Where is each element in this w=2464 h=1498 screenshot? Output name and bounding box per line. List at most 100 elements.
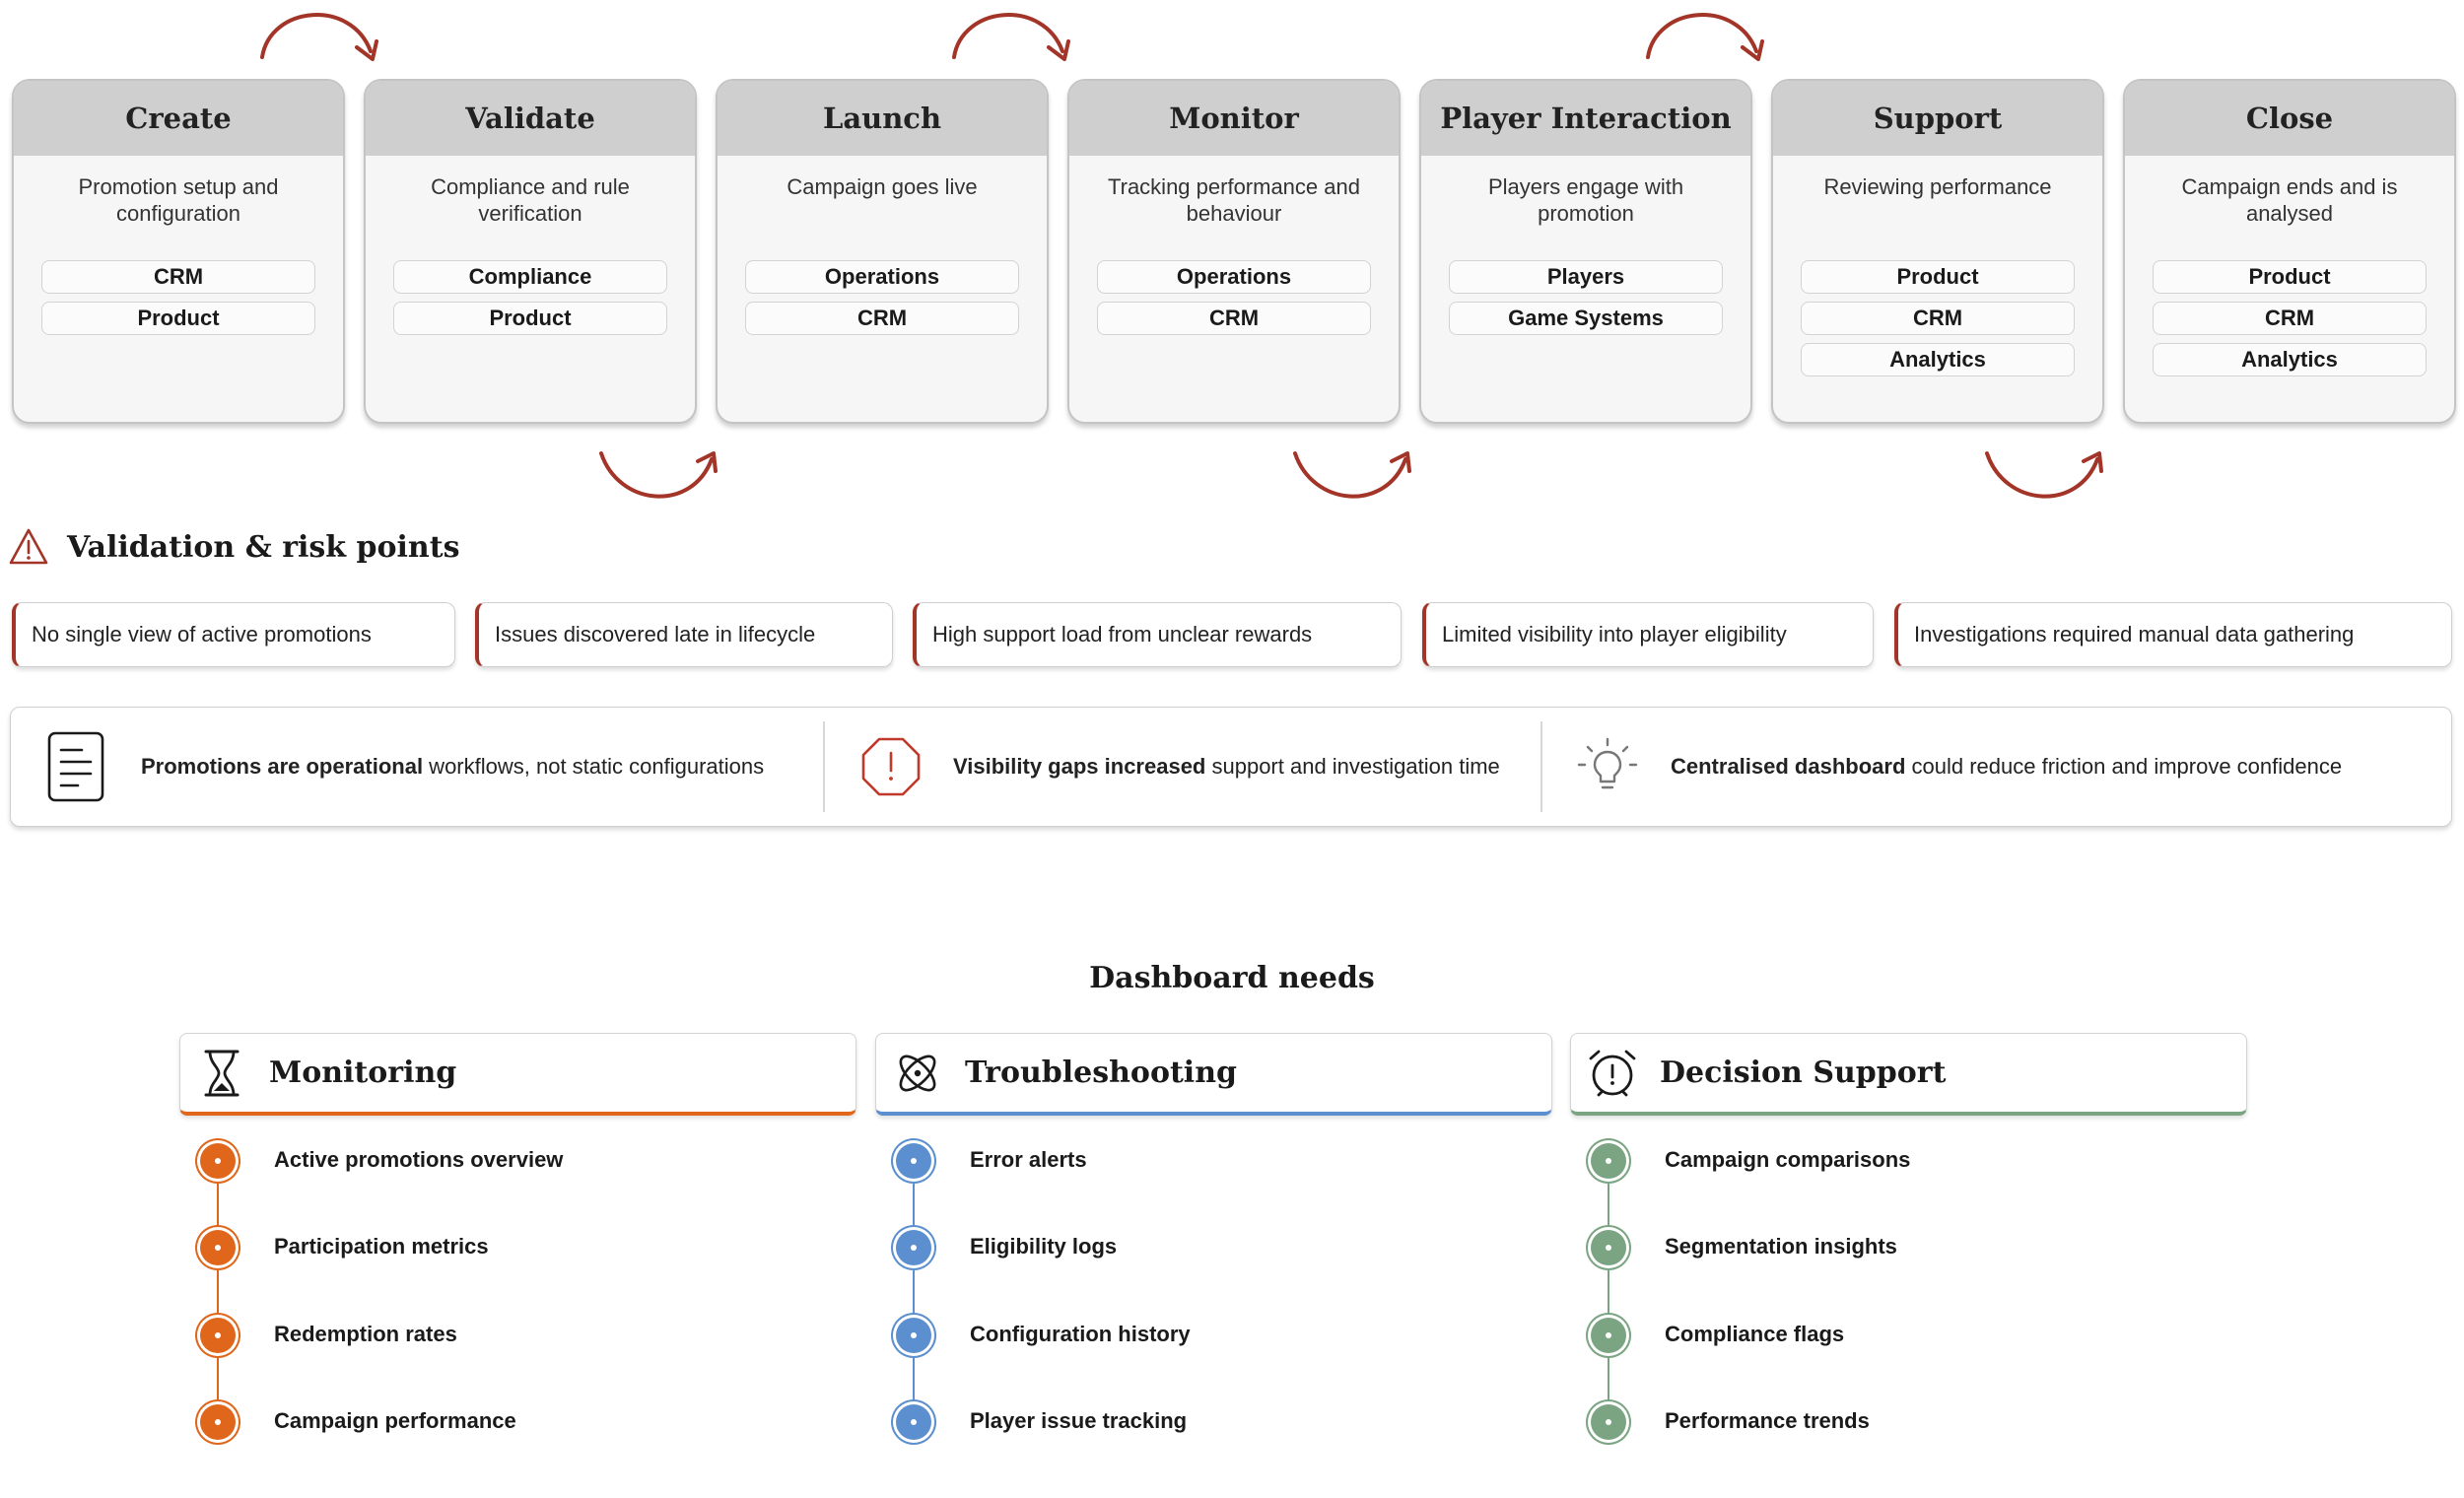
timeline-dot-icon <box>200 1143 236 1179</box>
flow-arrow-icon <box>952 13 1070 61</box>
insight-bold: Centralised dashboard <box>1671 753 1906 779</box>
insight-visibility: Visibility gaps increased support and in… <box>860 708 1500 825</box>
stage-role-tag: Game Systems <box>1449 302 1723 335</box>
risk-title-label: Validation & risk points <box>67 529 460 565</box>
risk-point-card: No single view of active promotions <box>12 602 455 667</box>
dashboard-need-item: Configuration history <box>970 1322 1191 1346</box>
stage-role-tag: CRM <box>41 260 315 294</box>
stage-role-tag: Players <box>1449 260 1723 294</box>
stage-role-tag: Analytics <box>2153 343 2427 376</box>
insights-bar: Promotions are operational workflows, no… <box>10 707 2452 827</box>
column-decision-support: Decision Support <box>1570 1033 2247 1116</box>
stage-role-tag: Analytics <box>1801 343 2075 376</box>
risk-point-card: Investigations required manual data gath… <box>1894 602 2452 667</box>
dashboard-needs-title: Dashboard needs <box>1089 961 1375 995</box>
dashboard-need-item: Active promotions overview <box>274 1147 564 1172</box>
stage-title: Validate <box>366 81 695 156</box>
hourglass-icon <box>204 1050 240 1096</box>
dashboard-need-item: Eligibility logs <box>970 1234 1118 1259</box>
stage-role-tag: Product <box>41 302 315 335</box>
alert-octagon-icon <box>861 737 921 795</box>
risk-section-title: Validation & risk points <box>8 522 459 572</box>
insight-bold: Visibility gaps increased <box>953 753 1206 779</box>
stage-title: Monitor <box>1069 81 1399 156</box>
stage-description: Reviewing performance <box>1823 174 2052 199</box>
stage-role-tag: CRM <box>1097 302 1371 335</box>
timeline-dot-icon <box>1591 1404 1626 1440</box>
dashboard-need-item: Compliance flags <box>1665 1322 1845 1346</box>
timeline-line <box>913 1161 915 1422</box>
document-icon <box>47 731 104 801</box>
timeline-dot-icon <box>896 1143 931 1179</box>
stage-role-tag: Product <box>2153 260 2427 294</box>
stage-description: Campaign goes live <box>787 174 978 199</box>
dashboard-need-item: Segmentation insights <box>1665 1234 1897 1259</box>
insight-text: support and investigation time <box>1205 753 1500 779</box>
insight-dashboard: Centralised dashboard could reduce frict… <box>1576 708 2342 825</box>
lightbulb-icon <box>1577 737 1638 788</box>
timeline-line <box>1608 1161 1609 1422</box>
stage-role-tag: CRM <box>2153 302 2427 335</box>
insight-operational: Promotions are operational workflows, no… <box>46 708 764 825</box>
stage-role-tag: Compliance <box>393 260 667 294</box>
flow-arrow-icon <box>1646 13 1764 61</box>
dashboard-need-item: Player issue tracking <box>970 1408 1188 1433</box>
risk-point-card: Limited visibility into player eligibili… <box>1422 602 1874 667</box>
stage-role-tag: Product <box>1801 260 2075 294</box>
dashboard-need-item: Campaign comparisons <box>1665 1147 1911 1172</box>
stage-role-tag: Product <box>393 302 667 335</box>
stage-role-tag: Operations <box>745 260 1019 294</box>
column-title: Monitoring <box>269 1055 457 1090</box>
column-title: Troubleshooting <box>965 1055 1237 1090</box>
stage-title: Close <box>2125 81 2454 156</box>
timeline-line <box>217 1161 219 1422</box>
timeline-dot-icon <box>200 1404 236 1440</box>
stage-title: Create <box>14 81 343 156</box>
insight-text: could reduce friction and improve confid… <box>1905 753 2343 779</box>
alarm-clock-icon <box>1589 1050 1636 1096</box>
insight-text: workflows, not static configurations <box>423 753 765 779</box>
stage-role-tag: CRM <box>1801 302 2075 335</box>
stage-title: Player Interaction <box>1421 81 1750 156</box>
dashboard-need-item: Redemption rates <box>274 1322 457 1346</box>
stage-description: Campaign ends and is analysed <box>2181 174 2398 226</box>
flow-arrow-icon <box>1985 451 2103 499</box>
risk-point-card: High support load from unclear rewards <box>913 602 1402 667</box>
stage-description: Promotion setup and configuration <box>78 174 279 226</box>
stage-role-tag: Operations <box>1097 260 1371 294</box>
timeline-dot-icon <box>896 1404 931 1440</box>
timeline-dot-icon <box>200 1318 236 1353</box>
column-troubleshooting: Troubleshooting <box>875 1033 1552 1116</box>
flow-arrow-icon <box>599 451 718 499</box>
column-title: Decision Support <box>1660 1055 1947 1090</box>
stage-description: Tracking performance and behaviour <box>1108 174 1360 226</box>
insight-bold: Promotions are operational <box>141 753 424 779</box>
timeline-dot-icon <box>1591 1143 1626 1179</box>
stage-title: Launch <box>718 81 1047 156</box>
warning-icon <box>9 528 48 565</box>
timeline-dot-icon <box>1591 1230 1626 1265</box>
dashboard-need-item: Campaign performance <box>274 1408 516 1433</box>
risk-point-card: Issues discovered late in lifecycle <box>475 602 893 667</box>
timeline-dot-icon <box>896 1230 931 1265</box>
timeline-dot-icon <box>1591 1318 1626 1353</box>
timeline-dot-icon <box>896 1318 931 1353</box>
insight-divider <box>1540 721 1542 812</box>
flow-arrow-icon <box>1293 451 1411 499</box>
dashboard-need-item: Error alerts <box>970 1147 1087 1172</box>
dashboard-need-item: Performance trends <box>1665 1408 1870 1433</box>
stage-title: Support <box>1773 81 2102 156</box>
stage-description: Players engage with promotion <box>1487 174 1684 226</box>
atom-icon <box>899 1055 936 1091</box>
stage-role-tag: CRM <box>745 302 1019 335</box>
column-monitoring: Monitoring <box>179 1033 856 1116</box>
dashboard-need-item: Participation metrics <box>274 1234 489 1259</box>
